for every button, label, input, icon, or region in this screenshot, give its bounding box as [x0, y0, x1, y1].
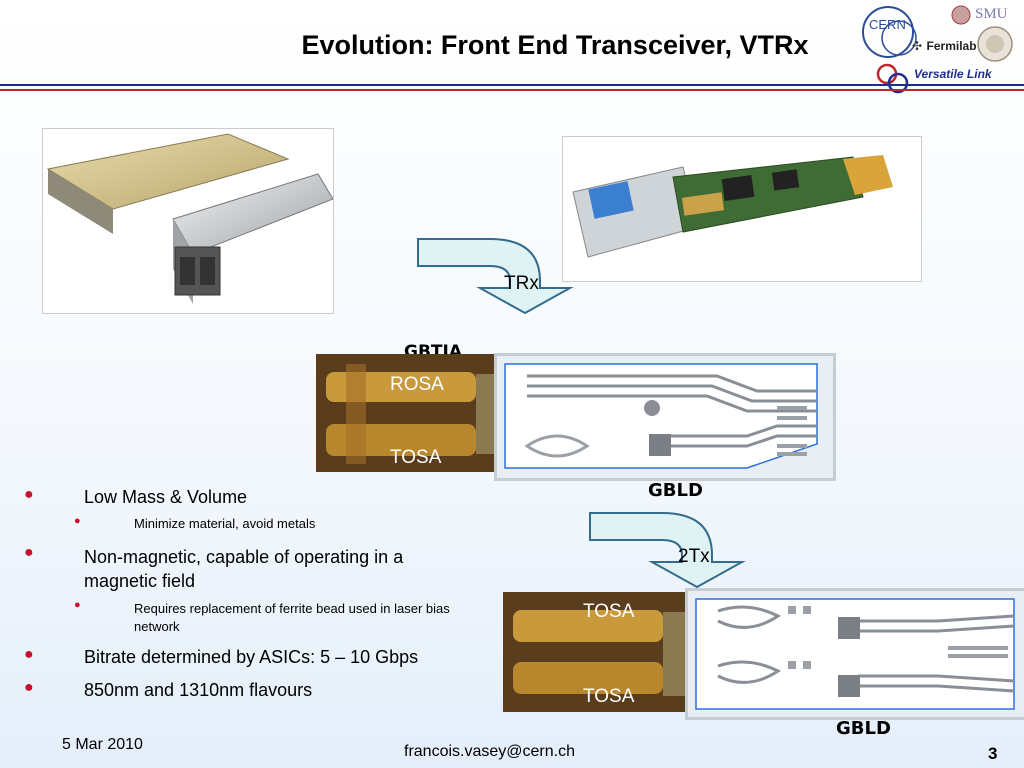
smu-logo: SMU	[950, 4, 1020, 26]
footer-date: 5 Mar 2010	[62, 736, 143, 753]
header-rule-red	[0, 89, 1024, 91]
vtrx-module-illustration	[572, 155, 893, 258]
fermilab-logo: ✣ Fermilab	[912, 37, 977, 55]
fermilab-icon: ✣	[912, 39, 923, 53]
university-crest-icon	[977, 26, 1013, 62]
sub-bullet-item: Minimize material, avoid metals	[134, 516, 316, 531]
versatile-link-text: Versatile Link	[914, 67, 992, 81]
bullet-dot-icon: ●	[24, 646, 34, 663]
vtrx-module-photo	[562, 136, 922, 282]
bullet-item: Low Mass & Volume	[84, 487, 248, 507]
pcb-layout-trx	[494, 353, 836, 481]
sub-bullet-item: Requires replacement of ferrite bead use…	[134, 601, 450, 634]
sfp-module-photo	[42, 128, 334, 314]
gbld-label-2: GBLD	[836, 718, 891, 739]
page-title: Evolution: Front End Transceiver, VTRx	[301, 30, 809, 60]
bullet-item: Bitrate determined by ASICs: 5 – 10 Gbps	[84, 647, 419, 667]
pcb-2tx-illustration	[695, 598, 1015, 710]
tosa-tosa-photo	[503, 592, 689, 712]
header-rule-navy	[0, 84, 1024, 86]
smu-seal-icon	[951, 5, 971, 25]
page-number: 3	[988, 744, 998, 763]
versatile-link-rings-icon	[876, 63, 909, 94]
rosa-tosa-photo	[316, 354, 498, 472]
cern-logo-text: CERN	[869, 17, 906, 32]
trx-label: TRx	[504, 273, 539, 294]
bullet-dot-icon: ●	[24, 486, 34, 503]
bullet-item: 850nm and 1310nm flavours	[84, 680, 313, 700]
pcb-layout-2tx	[685, 588, 1024, 720]
tosa-label-2: TOSA	[583, 601, 635, 622]
rosa-label: ROSA	[390, 374, 444, 395]
bullet-item: Non-magnetic, capable of operating in a …	[84, 547, 404, 591]
tosa-label-3: TOSA	[583, 686, 635, 707]
rosa-tosa-illustration	[316, 354, 498, 472]
fermilab-logo-text: Fermilab	[926, 39, 977, 53]
sub-bullet-dot-icon: ●	[74, 599, 81, 611]
sub-bullet-dot-icon: ●	[74, 515, 81, 527]
curved-arrow-2tx	[589, 512, 746, 589]
sfp-modules-illustration	[46, 133, 334, 304]
tosa-tosa-illustration	[503, 592, 689, 712]
2tx-label: 2Tx	[678, 546, 710, 567]
tosa-label-1: TOSA	[390, 447, 442, 468]
smu-logo-text: SMU	[975, 6, 1008, 22]
curved-arrow-trx	[417, 238, 574, 315]
pcb-trx-illustration	[504, 363, 818, 469]
bullet-dot-icon: ●	[24, 679, 34, 696]
footer-email: francois.vasey@cern.ch	[404, 743, 575, 760]
cern-logo: CERN	[862, 6, 917, 58]
gbld-label-1: GBLD	[648, 480, 703, 501]
bullet-dot-icon: ●	[24, 544, 34, 561]
